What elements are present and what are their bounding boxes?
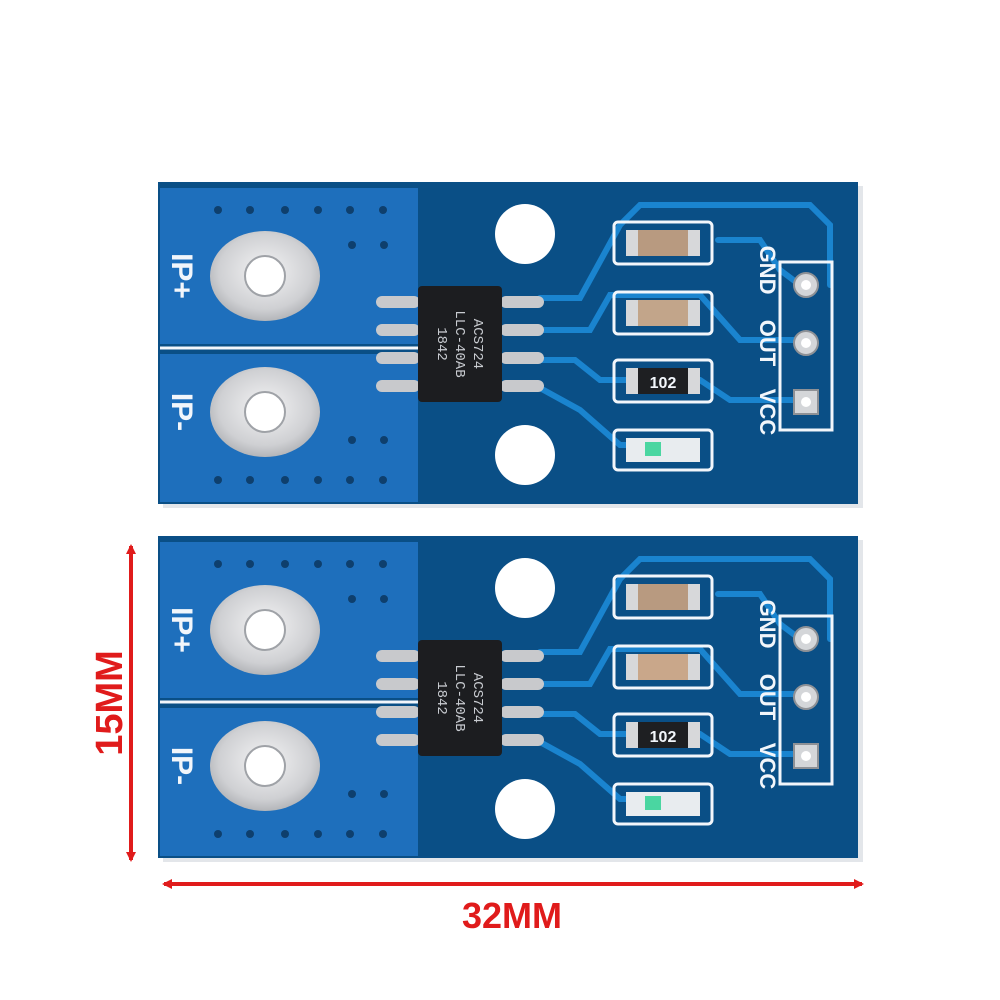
- chip-marking-line2: LLC-40AB: [451, 664, 467, 731]
- chip-marking-line3: 1842: [433, 327, 449, 361]
- led-power: [612, 782, 714, 826]
- resistor-marking: 102: [650, 729, 677, 746]
- current-sensor-ic: ACS724 LLC-40AB 1842: [376, 640, 544, 756]
- header-pin-vcc: [793, 743, 819, 769]
- label-gnd: GND: [755, 600, 780, 649]
- label-ip-minus: IP-: [165, 747, 198, 785]
- label-ip-plus: IP+: [165, 607, 198, 653]
- terminal-positive-hole: [244, 609, 286, 651]
- header-outline: [778, 614, 834, 786]
- chip-marking-line1: ACS724: [469, 673, 485, 723]
- width-dimension-label: 32MM: [462, 895, 562, 936]
- label-ip-minus: IP-: [165, 393, 198, 431]
- capacitor-c1: [612, 574, 714, 620]
- label-vcc: VCC: [755, 389, 780, 436]
- resistor-marking: 102: [650, 375, 677, 392]
- led-power: [612, 428, 714, 472]
- mounting-hole-top: [495, 204, 555, 264]
- mounting-hole-bottom: [495, 425, 555, 485]
- height-dimension-label: 15MM: [89, 650, 131, 756]
- chip-marking-line1: ACS724: [469, 319, 485, 369]
- chip-marking-line3: 1842: [433, 681, 449, 715]
- capacitor-c2: [612, 290, 714, 336]
- label-vcc: VCC: [755, 743, 780, 790]
- capacitor-c2: [612, 644, 714, 690]
- mounting-hole-bottom: [495, 779, 555, 839]
- terminal-positive-hole: [244, 255, 286, 297]
- label-ip-plus: IP+: [165, 253, 198, 299]
- board-top: IP+ IP- 102: [158, 182, 863, 508]
- terminal-negative-hole: [244, 745, 286, 787]
- chip-marking-line2: LLC-40AB: [451, 310, 467, 377]
- header-outline: [778, 260, 834, 432]
- resistor-r1: [612, 358, 714, 404]
- terminal-negative-hole: [244, 391, 286, 433]
- resistor-r1: [612, 712, 714, 758]
- label-out: OUT: [755, 320, 780, 367]
- board-bottom: IP+ IP- 102 ACS724: [158, 536, 863, 862]
- via-array: [214, 560, 388, 838]
- current-sensor-ic: ACS724 LLC-40AB 1842: [376, 286, 544, 402]
- capacitor-c1: [612, 220, 714, 266]
- via-array: [214, 206, 388, 484]
- label-out: OUT: [755, 674, 780, 721]
- label-gnd: GND: [755, 246, 780, 295]
- mounting-hole-top: [495, 558, 555, 618]
